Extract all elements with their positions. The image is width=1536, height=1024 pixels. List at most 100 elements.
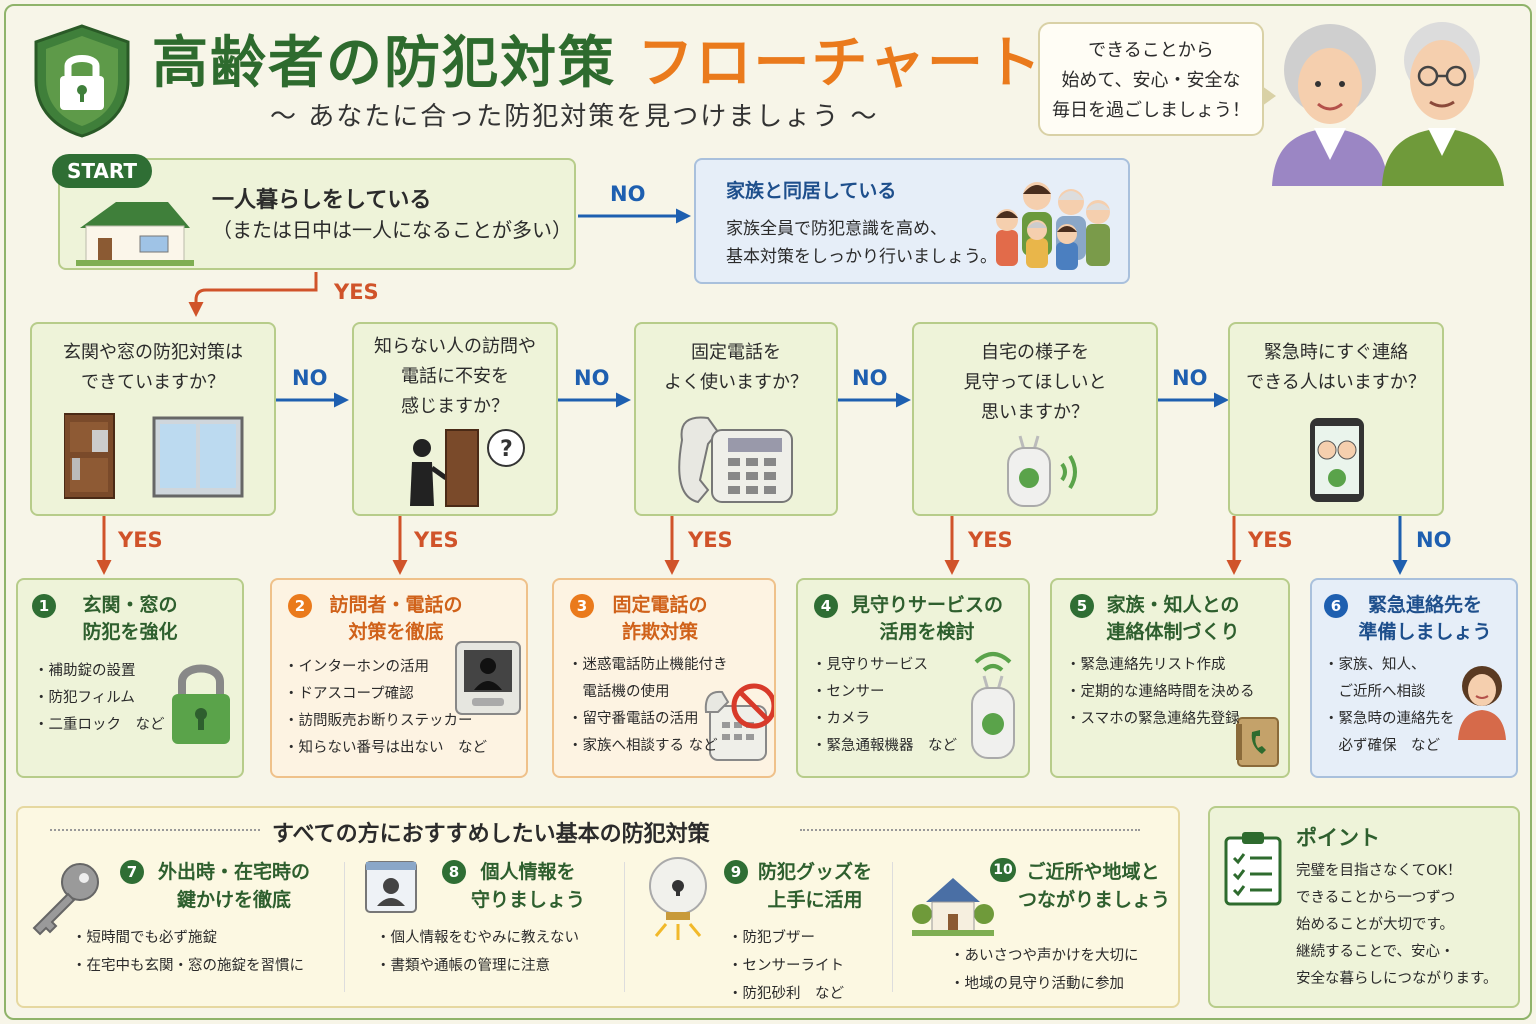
question-text-4: 自宅の様子を 見守ってほしいと 思いますか？ [912,338,1158,428]
result-title-line: 対策を徹底 [348,621,444,643]
family-illustration [996,182,1110,270]
list-item: ・在宅中も玄関・窓の施錠を習慣に [72,958,304,974]
list-item: 必ず確保 など [1324,738,1440,754]
list-item: ・スマホの緊急連絡先登録 [1066,711,1240,727]
result-title-3: 固定電話の 詐欺対策 [596,592,724,646]
result-title-line: 固定電話の [612,594,708,616]
result-title-line: 連絡体制づくり [1106,621,1240,643]
basic-title-line: 個人情報を [480,861,576,883]
start-badge: START [52,154,152,188]
yes-label: YES [968,528,1013,552]
page-subtitle: ～ あなたに合った防犯対策を見つけましょう ～ [270,102,879,132]
point-line: 安全な暮らしにつながります。 [1296,971,1498,987]
basic-title-line: 防犯グッズを [757,861,872,883]
result-list-5: ・緊急連絡先リスト作成 ・定期的な連絡時間を決める ・スマホの緊急連絡先登録 [1066,652,1255,733]
list-item: ・あいさつや声かけを大切に [950,948,1139,964]
no-label: NO [610,182,646,206]
question-line: 知らない人の訪問や [374,336,536,357]
list-item: ・家族、知人、 [1324,657,1426,673]
address-book-icon [1236,717,1279,767]
result-title-line: 訪問者・電話の [329,594,463,616]
divider [50,829,260,831]
yes-label: YES [414,528,459,552]
list-item: ・二重ロック など [34,717,165,733]
woman-contact-icon [1458,666,1506,740]
smartphone-contacts-icon [1310,418,1364,502]
start-question: 一人暮らしをしている [212,188,432,213]
question-line: 電話に不安を [401,366,509,387]
start-question-sub: （または日中は一人になることが多い） [212,218,572,242]
basic-list-7: ・短時間でも必ず施錠 ・在宅中も玄関・窓の施錠を習慣に [72,924,304,980]
phone-prohibited-icon [704,683,774,761]
result-title-line: 詐欺対策 [621,621,698,643]
question-text-5: 緊急時にすぐ連絡 できる人はいますか？ [1228,338,1444,398]
result-list-4: ・見守りサービス ・センサー ・カメラ ・緊急通報機器 など [812,652,957,760]
result-number: 3 [570,594,594,618]
question-text-3: 固定電話を よく使いますか？ [634,338,838,398]
result-title-1: 玄関・窓の 防犯を強化 [60,592,200,646]
basic-title-line: つながりましょう [1018,889,1171,911]
list-item: ご近所へ相談 [1324,684,1426,700]
result-number: 5 [1070,594,1094,618]
point-text: 完璧を目指さなくてOK！ できることから一つずつ 始めることが大切です。 継続す… [1296,858,1498,993]
house-icon [76,202,194,266]
question-line: 玄関や窓の防犯対策は [63,342,243,363]
sensor-light-icon [649,857,707,940]
basic-title-8: 個人情報を 守りましょう [468,858,588,914]
question-text-2: 知らない人の訪問や 電話に不安を 感じますか？ [352,332,558,422]
list-item: ・書類や通帳の管理に注意 [376,958,550,974]
padlock-icon [172,664,230,744]
bubble-line: 毎日を過ごしましょう！ [1052,100,1250,121]
elderly-couple-illustration [1272,22,1504,186]
question-line: 緊急時にすぐ連絡 [1263,342,1409,363]
question-line: 見守ってほしいと [963,372,1107,393]
divider [344,862,345,992]
basic-title-10: ご近所や地域と つながりましょう [1018,858,1171,914]
result-title-6: 緊急連絡先を 準備しましょう [1350,592,1500,646]
basic-number: 9 [724,860,748,884]
arrow-yes [188,272,318,317]
result-list-2: ・インターホンの活用 ・ドアスコープ確認 ・訪問販売お断りステッカー ・知らない… [284,654,487,762]
list-item: ・カメラ [812,711,870,727]
point-line: 継続することで、安心・ [1296,944,1455,960]
result-title-line: 緊急連絡先を [1367,594,1482,616]
list-item: ・センサー [812,684,885,700]
point-title: ポイント [1296,826,1380,850]
list-item: ・個人情報をむやみに教えない [376,930,579,946]
basic-title-9: 防犯グッズを 上手に活用 [750,858,880,914]
divider [624,862,625,992]
result-number: 2 [288,594,312,618]
list-item: ・緊急時の連絡先を [1324,711,1455,727]
result-title-line: 準備しましょう [1358,621,1492,643]
result-number: 6 [1324,594,1348,618]
list-item: ・防犯砂利 など [728,986,844,1002]
question-text-1: 玄関や窓の防犯対策は できていますか？ [30,338,276,398]
point-line: 始めることが大切です。 [1296,917,1455,933]
basic-list-8: ・個人情報をむやみに教えない ・書類や通帳の管理に注意 [376,924,579,980]
divider [892,862,893,992]
list-item: ・インターホンの活用 [284,659,429,675]
list-item: ・見守りサービス [812,657,928,673]
no-label: NO [574,366,610,390]
basic-number: 8 [442,860,466,884]
result-title-4: 見守りサービスの 活用を検討 [842,592,1012,646]
no-label: NO [292,366,328,390]
no-label: NO [852,366,888,390]
intercom-icon [455,641,521,715]
list-item: ・緊急通報機器 など [812,738,957,754]
key-icon [32,863,99,936]
result-title-line: 玄関・窓の [82,594,178,616]
result-title-5: 家族・知人との 連絡体制づくり [1098,592,1248,646]
yes-label: YES [334,280,379,304]
no-label: NO [1172,366,1208,390]
neighborhood-house-icon [912,878,994,936]
yes-label: YES [118,528,163,552]
basic-list-9: ・防犯ブザー ・センサーライト ・防犯砂利 など [728,924,844,1008]
basic-title-7: 外出時・在宅時の 鍵かけを徹底 [146,858,322,914]
svg-text:?: ? [500,437,513,462]
list-item: ・家族へ相談する など [568,738,718,754]
list-item: ・知らない番号は出ない など [284,740,487,756]
door-window-icon [64,413,244,499]
sensor-device-icon [971,652,1015,759]
question-line: 固定電話を [691,342,781,363]
